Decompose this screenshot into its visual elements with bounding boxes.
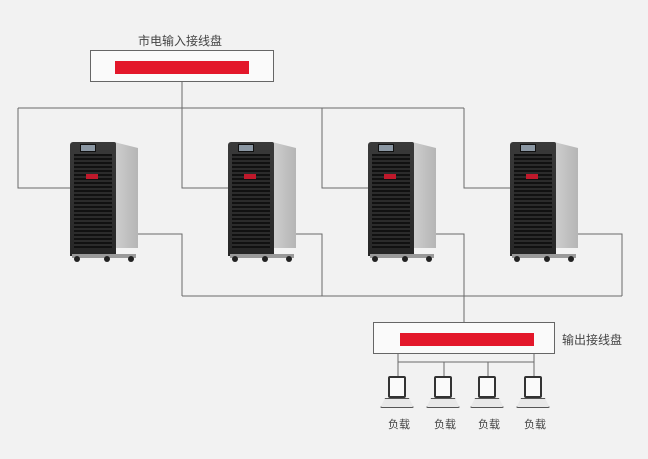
ups-3-output-line [436,233,465,296]
ups-1-output-line [136,233,183,296]
input-panel [90,50,274,82]
output-panel-label: 输出接线盘 [562,333,623,347]
load-label-4: 负载 [524,418,546,431]
ups-display-icon [378,144,394,152]
ups-logo-badge [244,174,256,179]
ups-unit-3 [368,136,438,262]
load-bus-line [397,354,535,363]
ups-unit-4 [510,136,580,262]
load-terminal-icon [516,376,552,410]
ups-logo-badge [526,174,538,179]
ups-1-input-line [17,108,70,189]
ups-unit-2 [228,136,298,262]
load-label-2: 负载 [434,418,456,431]
load-terminal-icon [470,376,506,410]
ups-logo-badge [384,174,396,179]
output-panel [373,322,555,354]
ups-2-output-line [294,233,323,296]
ups-2-input-line [181,108,228,189]
ups-display-icon [80,144,96,152]
ups-3-input-line [321,108,368,189]
load-terminal-icon [426,376,462,410]
ups-display-icon [238,144,254,152]
load-label-3: 负载 [478,418,500,431]
load-terminal-icon [380,376,416,410]
ups-4-input-line [463,108,510,189]
output-panel-bar [400,333,534,346]
ups-4-output-line [578,233,623,296]
ups-display-icon [520,144,536,152]
input-panel-label: 市电输入接线盘 [138,34,223,48]
ups-unit-1 [70,136,140,262]
ups-logo-badge [86,174,98,179]
input-panel-bar [115,61,249,74]
load-label-1: 负载 [388,418,410,431]
